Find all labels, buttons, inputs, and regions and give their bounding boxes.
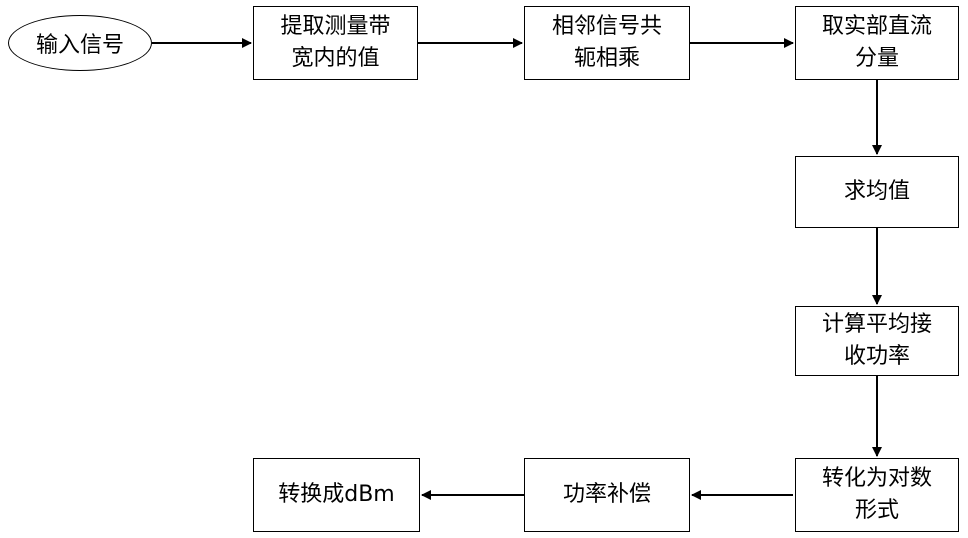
node-avg-power: 计算平均接收功率	[795, 306, 959, 376]
node-input-label: 输入信号	[36, 27, 124, 59]
node-real-dc: 取实部直流分量	[795, 6, 959, 80]
node-real-dc-label: 取实部直流分量	[820, 11, 935, 75]
node-average: 求均值	[795, 156, 959, 228]
node-log-form-label: 转化为对数形式	[820, 463, 935, 527]
node-to-dbm-label: 转换成dBm	[278, 479, 395, 511]
node-avg-power-label: 计算平均接收功率	[820, 309, 935, 373]
node-extract-label: 提取测量带宽内的值	[278, 11, 393, 75]
node-compensation: 功率补偿	[524, 458, 690, 532]
node-compensation-label: 功率补偿	[563, 479, 651, 511]
node-log-form: 转化为对数形式	[795, 458, 959, 532]
node-extract: 提取测量带宽内的值	[253, 6, 418, 80]
node-average-label: 求均值	[844, 176, 910, 208]
node-to-dbm: 转换成dBm	[253, 458, 420, 532]
node-input-oval: 输入信号	[8, 15, 152, 71]
node-conjugate: 相邻信号共轭相乘	[524, 6, 690, 80]
node-conjugate-label: 相邻信号共轭相乘	[550, 11, 665, 75]
